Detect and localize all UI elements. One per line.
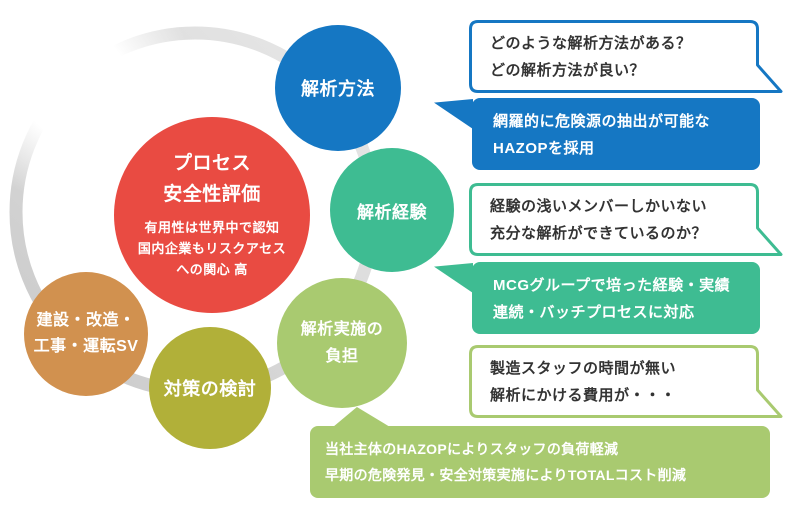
center-sub-line1: 有用性は世界中で認知 [144,220,280,236]
question-bubble-burden: 製造スタッフの時間が無い 解析にかける費用が・・・ [469,345,783,418]
bubble-line2: 連続・バッチプロセスに対応 [493,304,695,321]
question-bubble-experience: 経験の浅いメンバーしかいない 充分な解析ができているのか？ [469,183,783,256]
center-sub-line2: 国内企業もリスクアセス [137,240,287,256]
circle-label: 解析方法 [301,79,375,99]
circle-label-line2: 負担 [325,348,359,365]
circle-analysis-burden: 解析実施の 負担 [277,278,407,408]
center-title-line2: 安全性評価 [163,183,261,205]
bubble-line2: HAZOPを採用 [493,140,595,157]
center-circle-title: プロセス 安全性評価 [163,149,261,210]
circle-analysis-experience: 解析経験 [330,148,454,272]
bubble-line1: 網羅的に危険源の抽出が可能な [493,113,711,130]
bubble-line1: 製造スタッフの時間が無い [490,360,677,377]
answer-bubble-mcg-experience: MCGグループで培った経験・実績 連続・バッチプロセスに対応 [434,262,760,334]
bubble-line1: 経験の浅いメンバーしかいない [490,198,708,215]
center-circle-subtext: 有用性は世界中で認知 国内企業もリスクアセス への関心 高 [138,218,286,280]
circle-label: 解析経験 [357,202,427,222]
center-sub-line3: への関心 高 [176,261,248,277]
speech-bubble-outline [469,345,783,418]
circle-analysis-method: 解析方法 [275,25,401,151]
circle-label-line1: 建設・改造・ [36,312,136,330]
center-title-line1: プロセス [172,153,251,175]
speech-bubble-outline [469,20,783,93]
speech-bubble-outline [469,183,783,256]
circle-label-line1: 解析実施の [300,320,384,338]
circle-process-safety: プロセス 安全性評価 有用性は世界中で認知 国内企業もリスクアセス への関心 高 [114,117,310,313]
bubble-line2: 充分な解析ができているのか？ [490,225,708,242]
bubble-line2: どの解析方法が良い？ [490,62,646,79]
answer-bubble-cost-reduction: 当社主体のHAZOPによりスタッフの負荷軽減 早期の危険発見・安全対策実施により… [310,407,770,498]
bubble-line1: どのような解析方法がある？ [490,35,692,52]
circle-construction-operation: 建設・改造・ 工事・運転SV [24,272,148,396]
circle-label: 対策の検討 [163,379,257,399]
circle-label-line2: 工事・運転SV [33,338,139,355]
answer-bubble-hazop: 網羅的に危険源の抽出が可能な HAZOPを採用 [434,98,760,170]
question-bubble-analysis-method: どのような解析方法がある？ どの解析方法が良い？ [469,20,783,93]
circle-countermeasure-study: 対策の検討 [149,327,271,449]
bubble-line2: 早期の危険発見・安全対策実施によりTOTALコスト削減 [325,467,687,483]
bubble-line1: MCGグループで培った経験・実績 [493,277,731,294]
bubble-line2: 解析にかける費用が・・・ [490,387,677,404]
bubble-line1: 当社主体のHAZOPによりスタッフの負荷軽減 [325,441,619,457]
